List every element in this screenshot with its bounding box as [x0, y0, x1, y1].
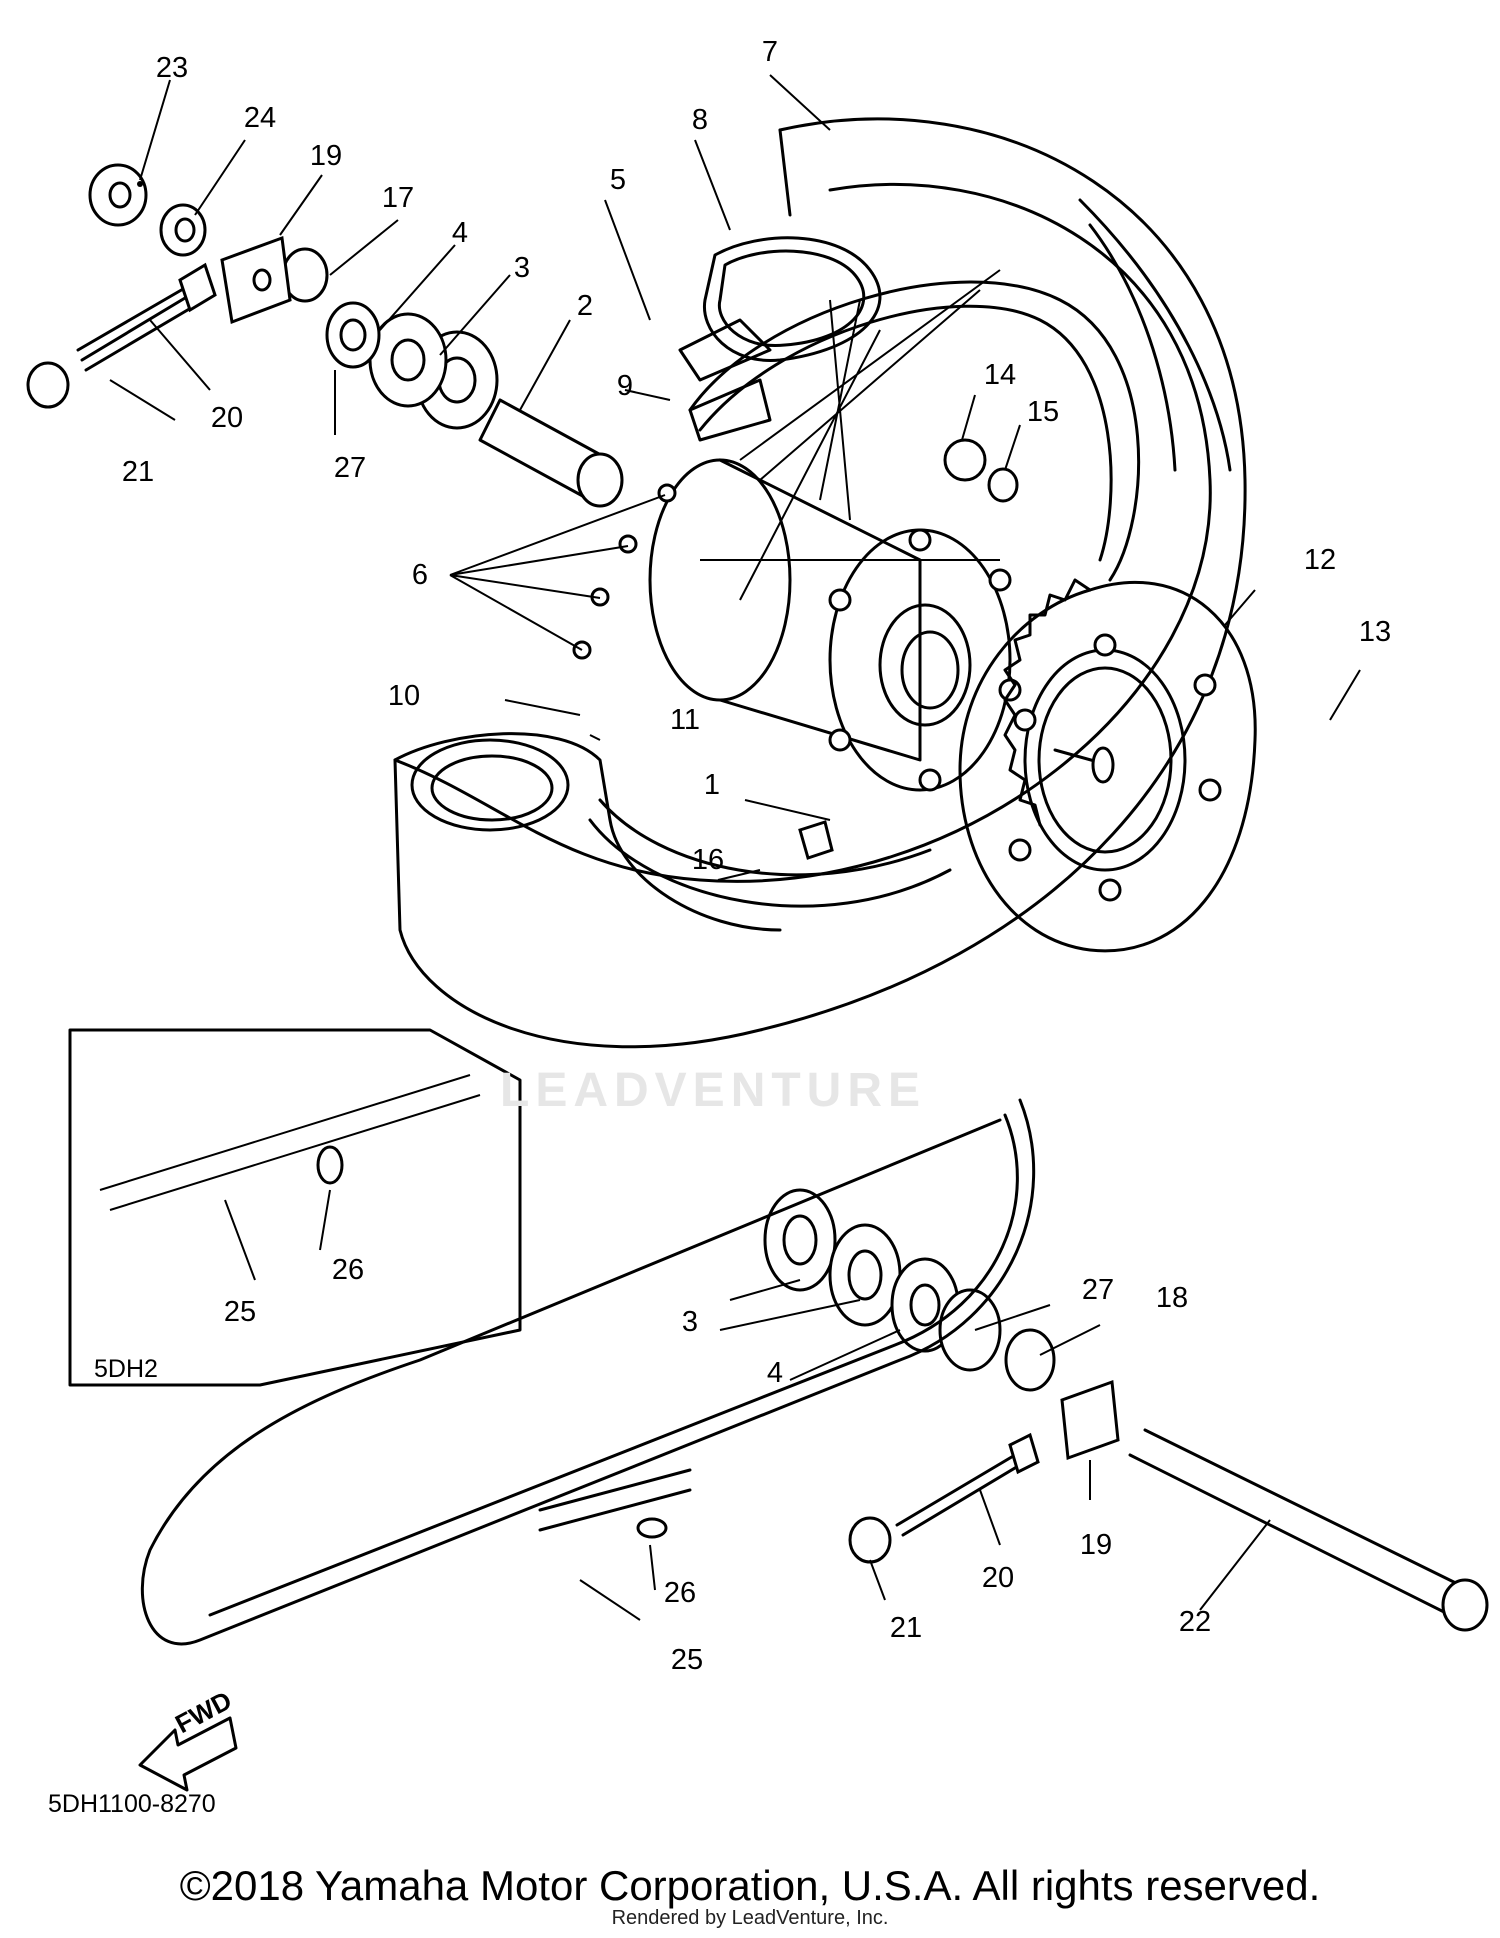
- copyright-notice: ©2018 Yamaha Motor Corporation, U.S.A. A…: [179, 1862, 1321, 1909]
- callout-24: 24: [243, 102, 277, 134]
- callout-9: 9: [616, 370, 634, 402]
- rim: [688, 280, 1141, 582]
- callout-3-left: 3: [513, 252, 531, 284]
- callout-16: 16: [691, 844, 725, 876]
- callout-14: 14: [983, 359, 1017, 391]
- callout-22: 22: [1178, 1606, 1212, 1638]
- callout-19-left: 19: [309, 140, 343, 172]
- callout-10: 10: [387, 680, 421, 712]
- inner-tube: [702, 236, 882, 362]
- chain-puller-19-left: [220, 235, 292, 325]
- watermark: LEADVENTURE: [500, 1064, 927, 1117]
- callout-20-left: 20: [210, 402, 244, 434]
- callout-4-left: 4: [451, 217, 469, 249]
- callout-8: 8: [691, 104, 709, 136]
- balancer-16: [798, 820, 834, 860]
- axle-22: [1128, 1428, 1472, 1622]
- drawing-code: 5DH1100-8270: [48, 1790, 216, 1818]
- callout-21-right: 21: [889, 1612, 923, 1644]
- callout-6: 6: [411, 559, 429, 591]
- bolt-20-left: [80, 293, 192, 362]
- collar-27-left: [325, 301, 381, 369]
- callout-15: 15: [1026, 396, 1060, 428]
- nut-21-right: [848, 1516, 892, 1564]
- callout-27-right: 27: [1081, 1274, 1115, 1306]
- callout-27-left: 27: [333, 452, 367, 484]
- callout-13: 13: [1358, 616, 1392, 648]
- bolt-13: [1053, 748, 1100, 764]
- callout-7: 7: [761, 36, 779, 68]
- callout-12: 12: [1303, 544, 1337, 576]
- callout-26-main: 26: [663, 1577, 697, 1609]
- bolt-20-right: [895, 1453, 1022, 1537]
- fwd-arrow-icon: [138, 1716, 238, 1792]
- callout-3-right: 3: [681, 1306, 699, 1338]
- collar-27-right: [938, 1288, 1002, 1372]
- callout-26-inset: 26: [331, 1254, 365, 1286]
- callout-21-left: 21: [121, 456, 155, 488]
- callout-2: 2: [576, 290, 594, 322]
- tire-outline: [393, 117, 1247, 1049]
- callout-25-inset: 25: [223, 1296, 257, 1328]
- drive-chain: [140, 1098, 1036, 1646]
- bearing-3-right-a: [763, 1188, 837, 1292]
- inset-box: [68, 1028, 522, 1387]
- callout-5: 5: [609, 164, 627, 196]
- callout-17: 17: [381, 182, 415, 214]
- callout-23: 23: [155, 52, 189, 84]
- nut-14: [943, 438, 987, 482]
- variant-label: 5DH2: [94, 1355, 158, 1383]
- nut-23: [88, 163, 148, 227]
- chain-puller-19-right: [1060, 1379, 1120, 1461]
- callout-19-right: 19: [1079, 1529, 1113, 1561]
- hub-body: [718, 458, 922, 762]
- callout-18: 18: [1155, 1282, 1189, 1314]
- nut-21-left: [26, 361, 70, 409]
- callout-25-main: 25: [670, 1644, 704, 1676]
- washer-24: [159, 203, 207, 257]
- callout-4-right: 4: [766, 1357, 784, 1389]
- sprocket: [958, 580, 1257, 953]
- inset-chain: [99, 1074, 481, 1211]
- rim-lock: [688, 378, 772, 442]
- tire-section: [393, 732, 782, 932]
- bearing-3-right-b: [828, 1223, 902, 1327]
- callout-20-right: 20: [981, 1562, 1015, 1594]
- rim-band: [678, 318, 772, 382]
- callout-11: 11: [669, 704, 701, 736]
- washer-15: [987, 467, 1019, 503]
- rendered-by-note: Rendered by LeadVenture, Inc.: [611, 1907, 889, 1929]
- chain-joint-main: [538, 1468, 692, 1532]
- collar-18: [1004, 1328, 1056, 1392]
- callout-1: 1: [703, 769, 721, 801]
